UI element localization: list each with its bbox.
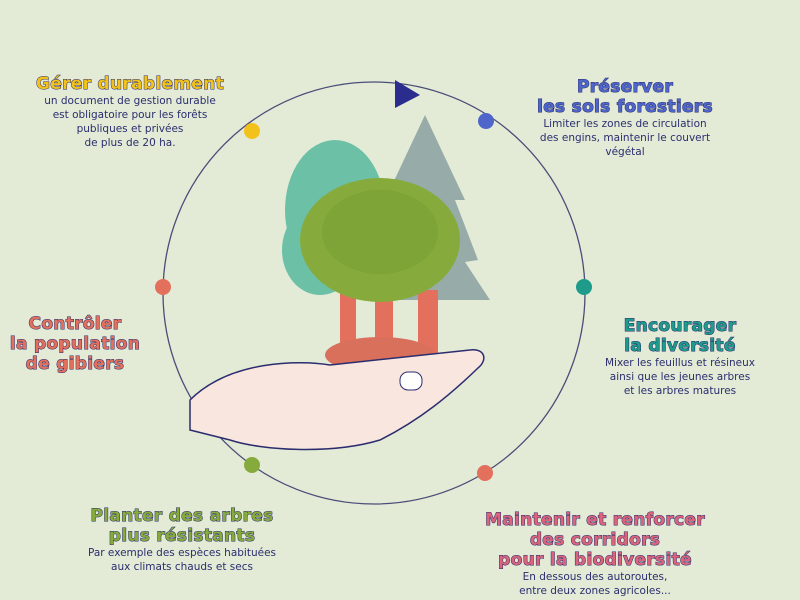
item-title: de gibiers <box>25 354 125 375</box>
item-gerer: Gérer durablement un document de gestion… <box>20 74 240 150</box>
item-title: les sols forestiers <box>537 97 714 118</box>
item-title: Contrôler <box>28 314 122 335</box>
dot-green <box>244 457 260 473</box>
dot-salmon-right <box>477 465 493 481</box>
item-title: pour la biodiversité <box>498 550 692 571</box>
item-text: entre deux zones agricoles... <box>519 585 671 597</box>
item-text: publiques et privées <box>76 123 184 135</box>
item-title: Gérer durablement <box>36 74 225 95</box>
item-text: est obligatoire pour les forêts <box>52 109 208 121</box>
item-title: des corridors <box>529 530 661 551</box>
item-gibiers: Contrôler la population de gibiers <box>5 314 145 375</box>
item-text: un document de gestion durable <box>44 95 216 107</box>
item-title: la population <box>9 334 141 355</box>
item-title: plus résistants <box>108 526 256 547</box>
item-sols: Préserver les sols forestiers Limiter le… <box>515 77 735 159</box>
dot-salmon-left <box>155 279 171 295</box>
item-title: Préserver <box>576 77 674 98</box>
item-text: de plus de 20 ha. <box>84 137 176 149</box>
dot-yellow <box>244 123 260 139</box>
item-text: Limiter les zones de circulation <box>543 118 707 130</box>
item-diversite: Encourager la diversité Mixer les feuill… <box>580 316 780 398</box>
item-title: Maintenir et renforcer <box>485 510 706 531</box>
item-planter: Planter des arbres plus résistants Par e… <box>72 506 292 574</box>
trees-illustration <box>282 115 490 373</box>
item-text: Mixer les feuillus et résineux <box>604 357 756 369</box>
item-title: la diversité <box>624 336 736 357</box>
item-title: Encourager <box>623 316 737 337</box>
item-title: Planter des arbres <box>90 506 274 527</box>
item-text: des engins, maintenir le couvert <box>539 132 711 144</box>
item-text: végétal <box>605 146 645 158</box>
item-corridors: Maintenir et renforcer des corridors pou… <box>470 510 720 598</box>
thumbnail-icon <box>399 371 423 391</box>
dot-teal <box>576 279 592 295</box>
item-text: aux climats chauds et secs <box>111 561 253 573</box>
arrow-icon <box>395 80 420 108</box>
item-text: ainsi que les jeunes arbres <box>609 371 751 383</box>
hand-illustration <box>189 349 485 451</box>
item-text: Par exemple des espèces habituées <box>87 547 277 559</box>
dot-blue <box>478 113 494 129</box>
item-text: En dessous des autoroutes, <box>522 571 668 583</box>
item-text: et les arbres matures <box>623 385 737 397</box>
